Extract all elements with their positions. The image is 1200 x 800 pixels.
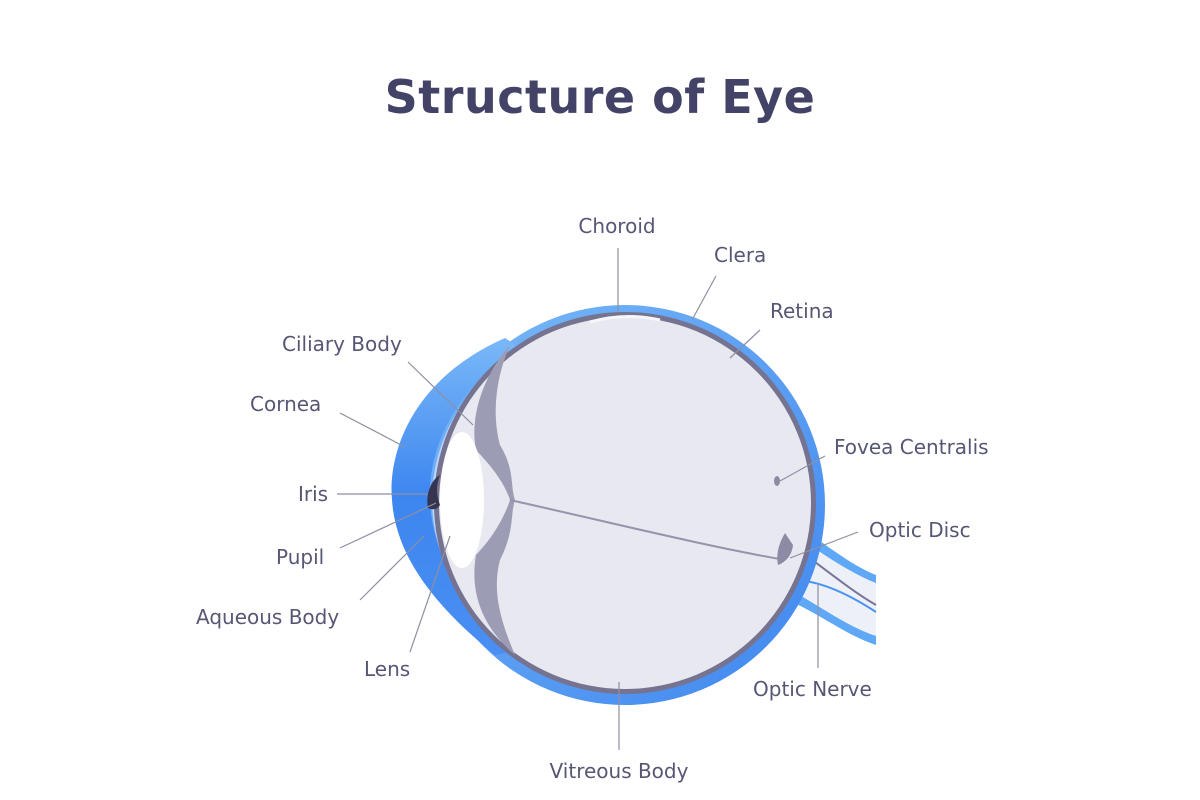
ciliary-body bbox=[474, 345, 515, 655]
label-pupil: Pupil bbox=[276, 545, 324, 569]
label-retina: Retina bbox=[770, 299, 834, 323]
label-fovea-centralis: Fovea Centralis bbox=[834, 435, 989, 459]
vitreous-highlight bbox=[589, 314, 661, 324]
label-cornea: Cornea bbox=[250, 392, 321, 416]
label-choroid: Choroid bbox=[578, 214, 655, 238]
vitreous-body-shape bbox=[439, 317, 811, 689]
leader-lens bbox=[409, 535, 451, 653]
leader-aqueous-body bbox=[359, 535, 425, 601]
leader-optic-disc bbox=[789, 531, 859, 559]
fovea-centralis bbox=[774, 476, 780, 486]
label-ciliary-body: Ciliary Body bbox=[282, 332, 402, 356]
leader-clera bbox=[691, 275, 717, 321]
label-iris: Iris bbox=[298, 482, 328, 506]
leader-fovea-centralis bbox=[779, 455, 826, 482]
label-lens: Lens bbox=[364, 657, 410, 681]
label-optic-nerve: Optic Nerve bbox=[753, 677, 872, 701]
diagram-title: Structure of Eye bbox=[384, 70, 816, 124]
visual-axis bbox=[509, 499, 786, 561]
label-optic-disc: Optic Disc bbox=[869, 518, 971, 542]
iris bbox=[427, 475, 440, 510]
leader-retina bbox=[729, 329, 761, 359]
leader-ciliary-body bbox=[407, 361, 474, 426]
lens bbox=[440, 432, 484, 568]
label-clera: Clera bbox=[714, 243, 766, 267]
leader-cornea bbox=[339, 412, 406, 448]
leader-pupil bbox=[339, 502, 437, 549]
label-aqueous-body: Aqueous Body bbox=[196, 605, 339, 629]
optic-disc bbox=[777, 533, 793, 565]
label-vitreous-body: Vitreous Body bbox=[550, 759, 689, 783]
cornea bbox=[391, 338, 520, 655]
